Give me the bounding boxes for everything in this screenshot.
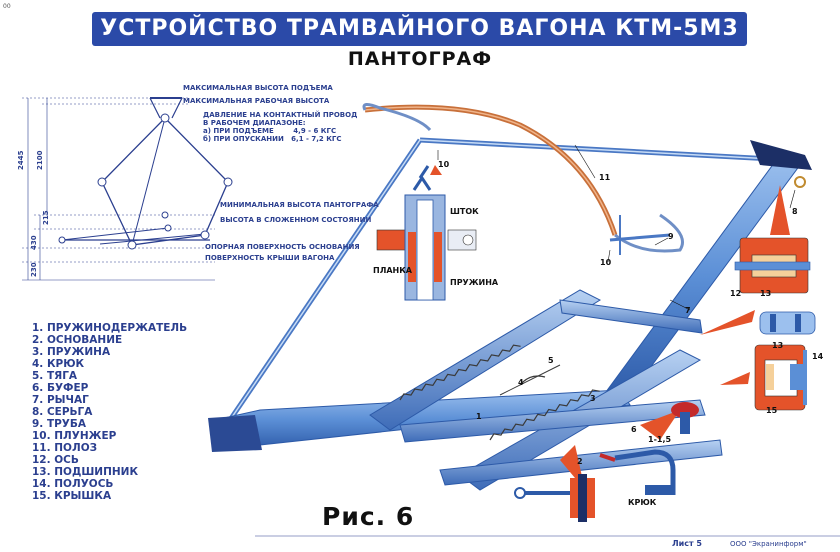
inset-bearing-bottom (754, 344, 807, 411)
legend-item: 2. ОСНОВАНИЕ (32, 334, 123, 346)
legend-item: 7. РЫЧАГ (32, 394, 89, 406)
part-number: 10 (438, 160, 450, 169)
dim-2445: 2445 (17, 150, 25, 170)
label-base-surface: ОПОРНАЯ ПОВЕРХНОСТЬ ОСНОВАНИЯ (205, 243, 360, 251)
inset-buffer (671, 402, 699, 434)
label-max-lift: МАКСИМАЛЬНАЯ ВЫСОТА ПОДЪЕМА (183, 84, 333, 92)
part-number: 1 (476, 412, 482, 421)
dim-215: 215 (42, 210, 50, 225)
dim-2100: 2100 (36, 150, 44, 170)
inset-bearing-top (734, 237, 811, 294)
part-number: 10 (600, 258, 612, 267)
corner-mark: 00 (3, 3, 11, 10)
label-pressure-title-2: В РАБОЧЕМ ДИАПАЗОНЕ: (203, 119, 306, 127)
callout-ratio: 1-1,5 (648, 435, 672, 444)
dim-430: 430 (30, 235, 38, 250)
part-number: 13 (760, 289, 772, 298)
legend-item: 15. КРЫШКА (32, 490, 112, 502)
part-number: 5 (548, 356, 554, 365)
dim-230: 230 (30, 262, 38, 277)
legend-item: 14. ПОЛУОСЬ (32, 478, 114, 490)
label-max-work: МАКСИМАЛЬНАЯ РАБОЧАЯ ВЫСОТА (183, 97, 330, 105)
legend-item: 3. ПРУЖИНА (32, 346, 111, 358)
label-folded: ВЫСОТА В СЛОЖЕННОМ СОСТОЯНИИ (220, 216, 372, 224)
inset-hook-detail (599, 449, 676, 495)
part-number: 6 (631, 425, 637, 434)
legend-item: 5. ТЯГА (32, 370, 78, 382)
sheet-number: Лист 5 (672, 539, 702, 548)
label-roof-surface: ПОВЕРХНОСТЬ КРЫШИ ВАГОНА (205, 254, 335, 262)
part-number: 15 (766, 406, 778, 415)
label-pressure-title-1: ДАВЛЕНИЕ НА КОНТАКТНЫЙ ПРОВОД (203, 111, 358, 119)
part-number: 13 (772, 341, 784, 350)
part-number: 7 (685, 306, 691, 315)
inset-plunger (376, 165, 477, 301)
label-pressure-a: а) ПРИ ПОДЪЕМЕ 4,9 - 6 КГС (203, 127, 337, 135)
inset-axle (759, 311, 816, 335)
part-number: 12 (730, 289, 742, 298)
legend-item: 12. ОСЬ (32, 454, 79, 466)
part-number: 9 (668, 232, 674, 241)
part-number: 11 (599, 173, 611, 182)
title-banner: УСТРОЙСТВО ТРАМВАЙНОГО ВАГОНА КТМ-5М3 (92, 12, 747, 46)
legend-item: 8. СЕРЬГА (32, 406, 93, 418)
legend-item: 13. ПОДШИПНИК (32, 466, 139, 478)
part-number: 3 (590, 394, 596, 403)
callout-kryuk: КРЮК (628, 498, 657, 507)
legend-item: 10. ПЛУНЖЕР (32, 430, 117, 442)
inset-spring-bolt (514, 474, 595, 522)
kinematic-schematic (22, 97, 233, 281)
subtitle: ПАНТОГРАФ (347, 48, 493, 70)
label-pressure-b: б) ПРИ ОПУСКАНИИ 6,1 - 7,2 КГС (203, 135, 342, 143)
legend-item: 9. ТРУБА (32, 418, 87, 430)
part-number: 2 (577, 457, 583, 466)
figure-label: Рис. 6 (322, 502, 415, 531)
part-number: 8 (792, 207, 798, 216)
legend-item: 1. ПРУЖИНОДЕРЖАТЕЛЬ (32, 322, 188, 334)
part-number: 4 (518, 378, 524, 387)
part-number: 14 (812, 352, 824, 361)
pantograph-main (208, 103, 812, 491)
callout-shtok: ШТОК (450, 207, 479, 216)
callout-pruzhina: ПРУЖИНА (450, 278, 499, 287)
publisher: ООО "Экранинформ" (730, 540, 807, 548)
legend-item: 11. ПОЛОЗ (32, 442, 98, 454)
label-min-height: МИНИМАЛЬНАЯ ВЫСОТА ПАНТОГРАФА (220, 201, 379, 209)
callout-planka: ПЛАНКА (373, 266, 412, 275)
legend-item: 6. БУФЕР (32, 382, 89, 394)
callout-arrows (430, 165, 790, 490)
legend-item: 4. КРЮК (32, 358, 85, 370)
